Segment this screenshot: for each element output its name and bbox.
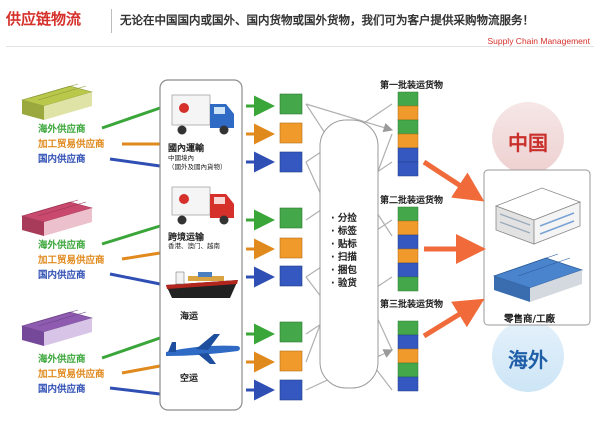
supplier-warehouse-2: [20, 199, 94, 236]
retail-factory-label: 零售商/工廠: [504, 314, 555, 325]
batch-label-3: 第三批装运货物: [380, 300, 444, 310]
supplier-lines: [101, 106, 161, 396]
airplane-icon: [166, 334, 240, 364]
process-step-3: · 贴标: [331, 239, 357, 250]
batch-label-2: 第二批装运货物: [380, 196, 444, 206]
header-separator: [111, 9, 112, 33]
process-step-1: · 分捡: [331, 213, 357, 224]
overseas-label: 海外: [508, 348, 548, 372]
header-subtitle: Supply Chain Management: [487, 36, 590, 46]
crossborder-transport-label: 跨境运输: [168, 233, 205, 243]
domestic-transport-sub2: （國外及國內貨物）: [168, 163, 227, 171]
china-circle: [492, 102, 564, 174]
batch-cargo-1: [397, 91, 419, 177]
process-step-5: · 捆包: [331, 265, 357, 276]
supplier-2-processing: 加工贸易供应商: [38, 255, 105, 266]
air-transport-label: 空运: [180, 374, 199, 384]
batch-cargo-2: [397, 206, 419, 292]
batch-label-1: 第一批装运货物: [380, 81, 444, 91]
supplier-1-overseas: 海外供应商: [38, 124, 86, 135]
domestic-transport-label: 國內運輸: [168, 144, 205, 154]
supplier-3-overseas: 海外供应商: [38, 354, 86, 365]
crossborder-transport-sub: 香港、澳门、越南: [168, 242, 220, 250]
blue-truck-icon: [171, 94, 234, 135]
process-step-2: · 标签: [331, 226, 357, 237]
transport-box: [159, 79, 243, 411]
supplier-2-domestic: 国内供应商: [38, 270, 86, 281]
supplier-1-domestic: 国内供应商: [38, 154, 86, 165]
batch-cargo-3: [397, 320, 419, 392]
left-cargo-stacks: [279, 93, 303, 401]
destination-arrows: [422, 159, 486, 339]
supplier-2-overseas: 海外供应商: [38, 240, 86, 251]
sea-transport-label: 海运: [180, 312, 199, 322]
process-box: [319, 119, 379, 389]
process-step-4: · 扫描: [331, 252, 357, 263]
supplier-3-processing: 加工贸易供应商: [38, 369, 105, 380]
process-step-6: · 验货: [331, 278, 357, 289]
header-divider: [6, 46, 594, 47]
cargo-ship-icon: [166, 271, 238, 298]
blue-warehouse-icon: [492, 253, 584, 302]
supplier-3-domestic: 国内供应商: [38, 384, 86, 395]
china-label: 中国: [508, 131, 548, 155]
transport-arrows: [246, 95, 275, 401]
red-truck-icon: [171, 186, 234, 225]
header-tagline: 无论在中国国内或国外、国内货物或国外货物，我们可为客户提供采购物流服务！: [120, 13, 534, 27]
overseas-circle: [492, 320, 564, 392]
domestic-transport-sub1: 中國境內: [168, 154, 194, 162]
office-building-icon: [494, 187, 582, 245]
supplier-warehouse-1: [20, 83, 94, 120]
page-title: 供应链物流: [6, 10, 82, 28]
supplier-1-processing: 加工贸易供应商: [38, 139, 105, 150]
supplier-warehouse-3: [20, 309, 94, 346]
